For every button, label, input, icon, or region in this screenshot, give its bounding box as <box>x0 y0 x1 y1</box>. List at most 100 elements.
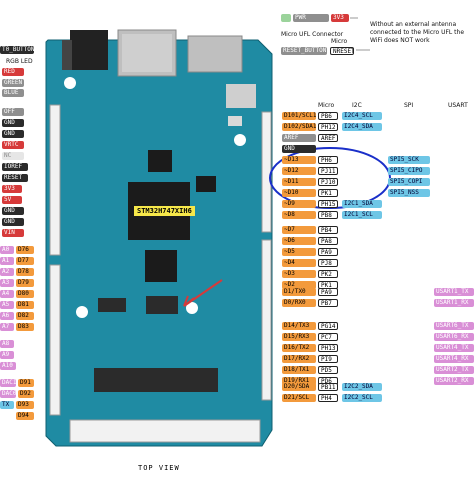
left-d93: D93 <box>16 401 34 409</box>
right-micro-18: PG14 <box>318 322 338 330</box>
col-header-micro: Micro <box>318 102 335 109</box>
reset-button-label: RESET_BUTTON <box>281 47 327 55</box>
nreset-label: NRESET <box>330 47 354 55</box>
right-micro-7: PK1 <box>318 189 338 197</box>
right-pin-21: D17/RX2 <box>282 355 316 363</box>
right-pin-25: D21/SCL <box>282 394 316 402</box>
right-micro-4: PH6 <box>318 156 338 164</box>
right-micro-13: PJ8 <box>318 259 338 267</box>
left-a5: A5 <box>0 301 14 309</box>
right-micro-17: PB7 <box>318 299 338 307</box>
left-off: OFF <box>2 108 24 116</box>
left-a8: A8 <box>0 340 14 348</box>
left-d83: D83 <box>16 323 34 331</box>
right-i2c-25: I2C2_SCL <box>342 394 382 402</box>
right-pin-12: ~D5 <box>282 248 316 256</box>
right-pin-0: D101/SCL1 <box>282 112 316 120</box>
col-header-i2c: I2C <box>352 102 362 109</box>
left-dac1: DAC1 <box>0 379 16 387</box>
right-pin-6: ~D11 <box>282 178 316 186</box>
right-pin-13: ~D4 <box>282 259 316 267</box>
right-spi-7: SPI5_NSS <box>388 189 430 197</box>
right-i2c-0: I2C4_SCL <box>342 112 382 120</box>
right-usart-21: USART4_RX <box>434 355 474 363</box>
right-pin-5: ~D12 <box>282 167 316 175</box>
left-d79: D79 <box>16 279 34 287</box>
right-pin-23: D19/RX1 <box>282 377 316 385</box>
right-usart-16: USART1_TX <box>434 288 474 296</box>
left-d91: D91 <box>18 379 34 387</box>
right-pin-9: ~D8 <box>282 211 316 219</box>
left-a3: A3 <box>0 279 14 287</box>
right-micro-16: PA9 <box>318 288 338 296</box>
right-micro-14: PK2 <box>318 270 338 278</box>
left-gnd-3: GND <box>2 207 24 215</box>
right-usart-17: USART1_RX <box>434 299 474 307</box>
right-pin-2: AREF <box>282 134 316 142</box>
blue-led-label: BLUE <box>2 89 24 97</box>
right-usart-19: USART6_RX <box>434 333 474 341</box>
green-led-label: GREEN <box>2 79 24 87</box>
t0-button-label: T0_BUTTON <box>0 46 34 54</box>
col-header-spi: SPI <box>404 102 414 109</box>
right-i2c-24: I2C2_SDA <box>342 383 382 391</box>
left-nc: NC <box>2 152 24 160</box>
right-micro-22: PD5 <box>318 366 338 374</box>
right-micro-21: PI9 <box>318 355 338 363</box>
micro-ufl-label: Micro UFL Connector <box>281 31 344 38</box>
left-vrtc: VRTC <box>2 141 24 149</box>
left-a7: A7 <box>0 323 14 331</box>
right-micro-11: PA8 <box>318 237 338 245</box>
right-pin-22: D18/TX1 <box>282 366 316 374</box>
left-d77: D77 <box>16 257 34 265</box>
right-micro-20: PH13 <box>318 344 338 352</box>
antenna-note: Without an external antenna connected to… <box>370 21 465 44</box>
right-micro-2: AREF <box>318 134 338 142</box>
left-a2: A2 <box>0 268 14 276</box>
left-d94: D94 <box>16 412 34 420</box>
right-pin-4: ~D13 <box>282 156 316 164</box>
right-micro-5: PJ11 <box>318 167 338 175</box>
right-pin-17: D0/RX0 <box>282 299 316 307</box>
right-micro-12: PA9 <box>318 248 338 256</box>
left-ioref: IOREF <box>2 163 28 171</box>
left-d81: D81 <box>16 301 34 309</box>
right-spi-4: SPI5_SCK <box>388 156 430 164</box>
right-pin-8: ~D9 <box>282 200 316 208</box>
right-pin-19: D15/RX3 <box>282 333 316 341</box>
red-led-label: RED <box>2 68 24 76</box>
chip-label: STM32H747XIH6 <box>134 206 195 216</box>
left-a0: A0 <box>0 246 14 254</box>
col-header-usart: USART <box>448 102 468 109</box>
left-a1: A1 <box>0 257 14 265</box>
left-a9: A9 <box>0 351 14 359</box>
right-pin-7: ~D10 <box>282 189 316 197</box>
right-micro-1: PH12 <box>318 123 338 131</box>
right-usart-20: USART4_TX <box>434 344 474 352</box>
left-tx: TX <box>0 401 14 409</box>
right-micro-10: PB4 <box>318 226 338 234</box>
right-micro-24: PB11 <box>318 383 338 391</box>
left-d80: D80 <box>16 290 34 298</box>
left-d92: D92 <box>18 390 34 398</box>
left-gnd-2: GND <box>2 130 24 138</box>
right-micro-0: PB6 <box>318 112 338 120</box>
left-d76: D76 <box>16 246 34 254</box>
right-i2c-8: I2C1_SDA <box>342 200 382 208</box>
right-pin-3: GND <box>282 145 316 153</box>
right-pin-20: D16/TX2 <box>282 344 316 352</box>
right-pin-16: D1/TX0 <box>282 288 316 296</box>
right-pin-15: ~D2 <box>282 281 316 289</box>
right-pin-11: ~D6 <box>282 237 316 245</box>
3v3-label: 3V3 <box>331 14 349 22</box>
right-usart-18: USART6_TX <box>434 322 474 330</box>
micro-header-top: Micro <box>331 38 348 45</box>
left-a4: A4 <box>0 290 14 298</box>
right-micro-19: PC7 <box>318 333 338 341</box>
left-vin: VIN <box>2 229 24 237</box>
left-a10: A10 <box>0 362 16 370</box>
rgb-led-label: RGB LED <box>6 58 33 65</box>
right-micro-6: PJ10 <box>318 178 338 186</box>
right-pin-18: D14/TX3 <box>282 322 316 330</box>
